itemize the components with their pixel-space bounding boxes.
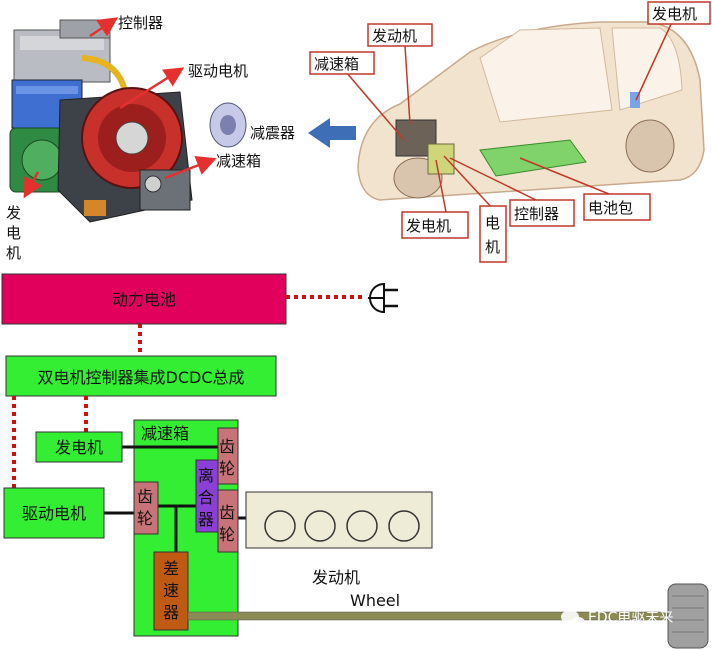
svg-text:轮: 轮 (219, 525, 235, 544)
reducer-label: 减速箱 (216, 152, 261, 170)
car-label-battery-pack: 电池包 (583, 193, 651, 221)
motor-assembly-illustration (9, 19, 247, 223)
svg-text:器: 器 (198, 510, 214, 529)
svg-text:控制器: 控制器 (514, 205, 559, 223)
controller-label: 控制器 (118, 14, 163, 32)
svg-text:离: 离 (198, 466, 214, 485)
svg-text:发动机: 发动机 (372, 27, 417, 45)
svg-text:减速箱: 减速箱 (141, 424, 189, 443)
generator-vertical-label-2: 电 (6, 224, 21, 242)
generator-box: 发电机 (35, 431, 123, 463)
svg-text:器: 器 (163, 603, 179, 622)
generator-vertical-label-3: 机 (6, 244, 21, 262)
svg-text:轮: 轮 (219, 459, 235, 478)
svg-text:轮: 轮 (137, 509, 153, 528)
car-label-motor: 电 机 (479, 205, 507, 263)
svg-text:机: 机 (485, 238, 500, 256)
svg-text:齿: 齿 (219, 437, 235, 456)
car-leader-lines (345, 21, 673, 213)
svg-text:驱动电机: 驱动电机 (22, 504, 86, 523)
car-label-generator-top: 发电机 (647, 1, 711, 25)
engine-label: 发动机 (312, 568, 360, 587)
plug-icon (368, 282, 398, 314)
car-label-reducer: 减速箱 (309, 51, 375, 75)
wheel-icon (667, 583, 709, 649)
svg-text:齿: 齿 (219, 503, 235, 522)
gear-top-box: 齿 轮 (217, 427, 239, 485)
damper-label: 减震器 (250, 124, 295, 142)
component-arrows (23, 17, 217, 199)
svg-text:速: 速 (163, 581, 179, 600)
car-cutaway-illustration (357, 21, 705, 201)
wechat-icon (561, 610, 585, 627)
car-label-engine: 发动机 (367, 23, 433, 47)
power-battery-box: 动力电池 (1, 273, 287, 325)
clutch-box: 离 合 器 (195, 459, 219, 533)
engine-box (245, 491, 433, 549)
watermark-text: EDC电驱未来 (588, 610, 673, 626)
gear-left-box: 齿 轮 (133, 481, 159, 535)
svg-text:动力电池: 动力电池 (112, 290, 176, 309)
svg-text:减速箱: 减速箱 (314, 55, 359, 73)
damper-disc (209, 102, 247, 148)
drive-motor-label: 驱动电机 (188, 62, 248, 80)
car-label-controller: 控制器 (509, 199, 575, 227)
shaft-lines (104, 445, 246, 552)
svg-text:差: 差 (163, 559, 179, 578)
svg-text:电池包: 电池包 (588, 199, 633, 217)
svg-text:合: 合 (198, 488, 214, 507)
drive-motor-box: 驱动电机 (3, 487, 105, 539)
differential-box: 差 速 器 (153, 551, 189, 631)
svg-text:电: 电 (485, 214, 500, 232)
blue-arrow (308, 118, 356, 148)
generator-vertical-label-1: 发 (6, 204, 21, 222)
svg-text:双电机控制器集成DCDC总成: 双电机控制器集成DCDC总成 (38, 368, 245, 387)
svg-text:齿: 齿 (137, 487, 153, 506)
controller-assembly-box: 双电机控制器集成DCDC总成 (5, 355, 277, 397)
wheel-label: Wheel (350, 591, 400, 610)
svg-text:发电机: 发电机 (55, 438, 103, 457)
svg-text:发电机: 发电机 (652, 5, 697, 23)
gear-mid-box: 齿 轮 (217, 489, 239, 553)
car-label-generator-bottom: 发电机 (401, 211, 469, 239)
svg-text:发电机: 发电机 (406, 217, 451, 235)
